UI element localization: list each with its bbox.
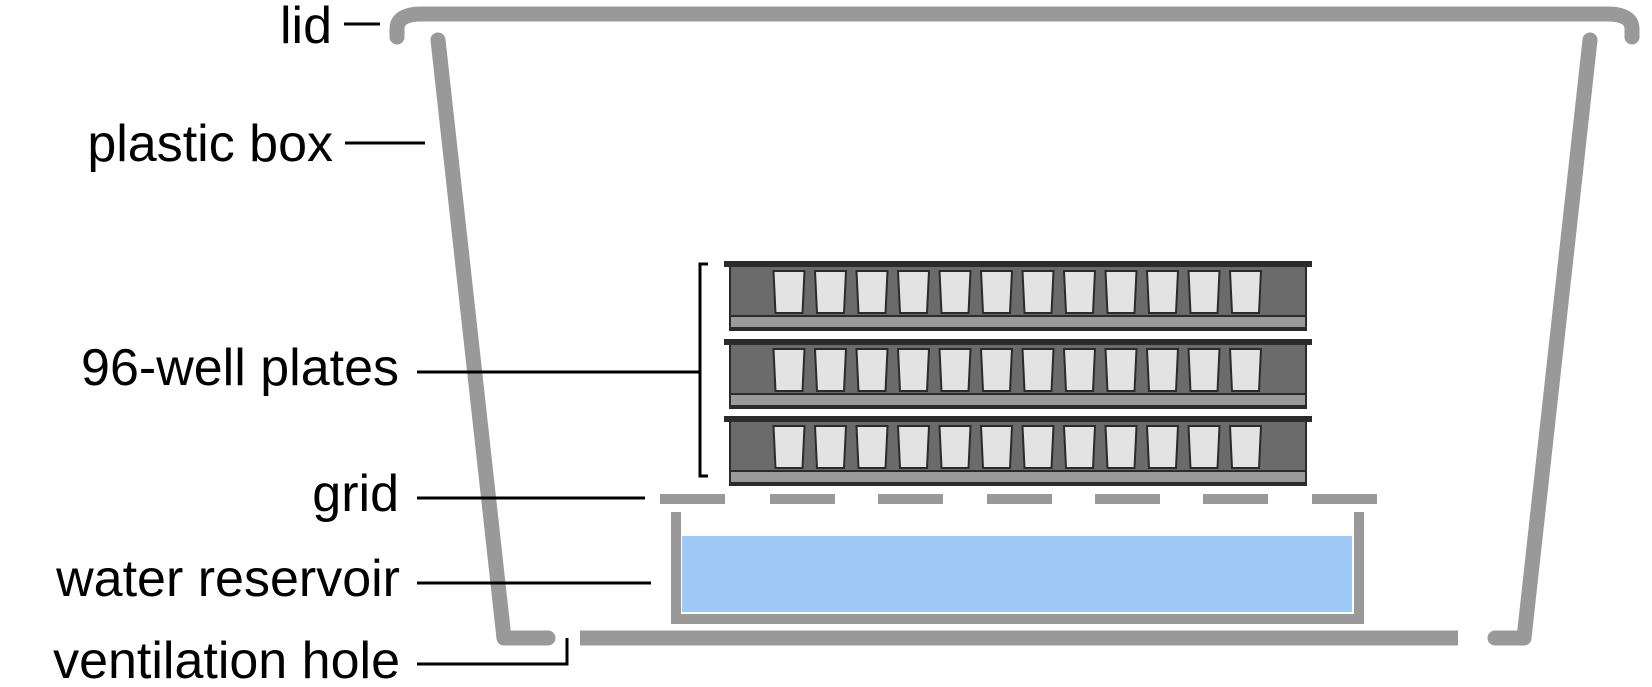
well bbox=[1228, 270, 1263, 314]
well bbox=[855, 348, 889, 392]
well bbox=[813, 348, 848, 392]
reservoir-walls bbox=[671, 512, 1364, 624]
well bbox=[938, 425, 972, 469]
well bbox=[1021, 425, 1055, 469]
well bbox=[896, 270, 931, 314]
grid-bar bbox=[878, 494, 943, 504]
plate-lid-rim bbox=[724, 416, 1312, 422]
grid-bar bbox=[770, 494, 835, 504]
well bbox=[813, 425, 848, 469]
plate-lid-rim bbox=[724, 339, 1312, 345]
well bbox=[855, 425, 889, 469]
well bbox=[979, 270, 1014, 314]
label-96-well-plates: 96-well plates bbox=[81, 339, 399, 397]
grid-bar bbox=[1095, 494, 1160, 504]
well bbox=[1145, 348, 1180, 392]
label-ventilation-hole: ventilation hole bbox=[53, 632, 400, 687]
well bbox=[855, 270, 889, 314]
well bbox=[1021, 270, 1055, 314]
plastic-box bbox=[430, 32, 1598, 646]
well bbox=[772, 270, 806, 314]
well bbox=[1104, 348, 1138, 392]
well bbox=[896, 425, 931, 469]
well bbox=[1062, 270, 1097, 314]
well bbox=[979, 425, 1014, 469]
plate-skirt bbox=[729, 470, 1307, 484]
well bbox=[772, 348, 806, 392]
well bbox=[979, 348, 1014, 392]
well bbox=[938, 270, 972, 314]
label-grid: grid bbox=[312, 465, 399, 523]
well bbox=[1062, 425, 1097, 469]
grid-bar bbox=[660, 494, 725, 504]
well bbox=[1104, 270, 1138, 314]
plate-skirt bbox=[729, 315, 1307, 329]
water bbox=[682, 536, 1352, 612]
grid-bar bbox=[987, 494, 1052, 504]
well bbox=[1021, 348, 1055, 392]
well bbox=[1228, 348, 1263, 392]
label-water-reservoir: water reservoir bbox=[55, 550, 400, 608]
grid bbox=[660, 494, 1377, 504]
label-plastic-box: plastic box bbox=[87, 115, 333, 173]
well bbox=[1228, 425, 1263, 469]
grid-bar bbox=[1312, 494, 1377, 504]
box-lid bbox=[389, 6, 1640, 45]
box-right-wall-and-floor bbox=[1487, 32, 1598, 646]
well bbox=[772, 425, 806, 469]
plate-stack bbox=[724, 261, 1312, 486]
well bbox=[938, 348, 972, 392]
plate-skirt bbox=[729, 393, 1307, 407]
well bbox=[1062, 348, 1097, 392]
well bbox=[1187, 425, 1221, 469]
label-lid: lid bbox=[280, 0, 332, 55]
well bbox=[896, 348, 931, 392]
well bbox=[813, 270, 848, 314]
leader-lines bbox=[344, 22, 700, 666]
well bbox=[1145, 270, 1180, 314]
grid-bar bbox=[1203, 494, 1268, 504]
well bbox=[1187, 270, 1221, 314]
well bbox=[1104, 425, 1138, 469]
water-reservoir bbox=[671, 512, 1364, 624]
well bbox=[1145, 425, 1180, 469]
well bbox=[1187, 348, 1221, 392]
box-left-wall-and-floor bbox=[430, 32, 556, 646]
hole-leader bbox=[417, 638, 569, 666]
plates-bracket bbox=[698, 262, 708, 478]
plate-lid-rim bbox=[724, 261, 1312, 267]
